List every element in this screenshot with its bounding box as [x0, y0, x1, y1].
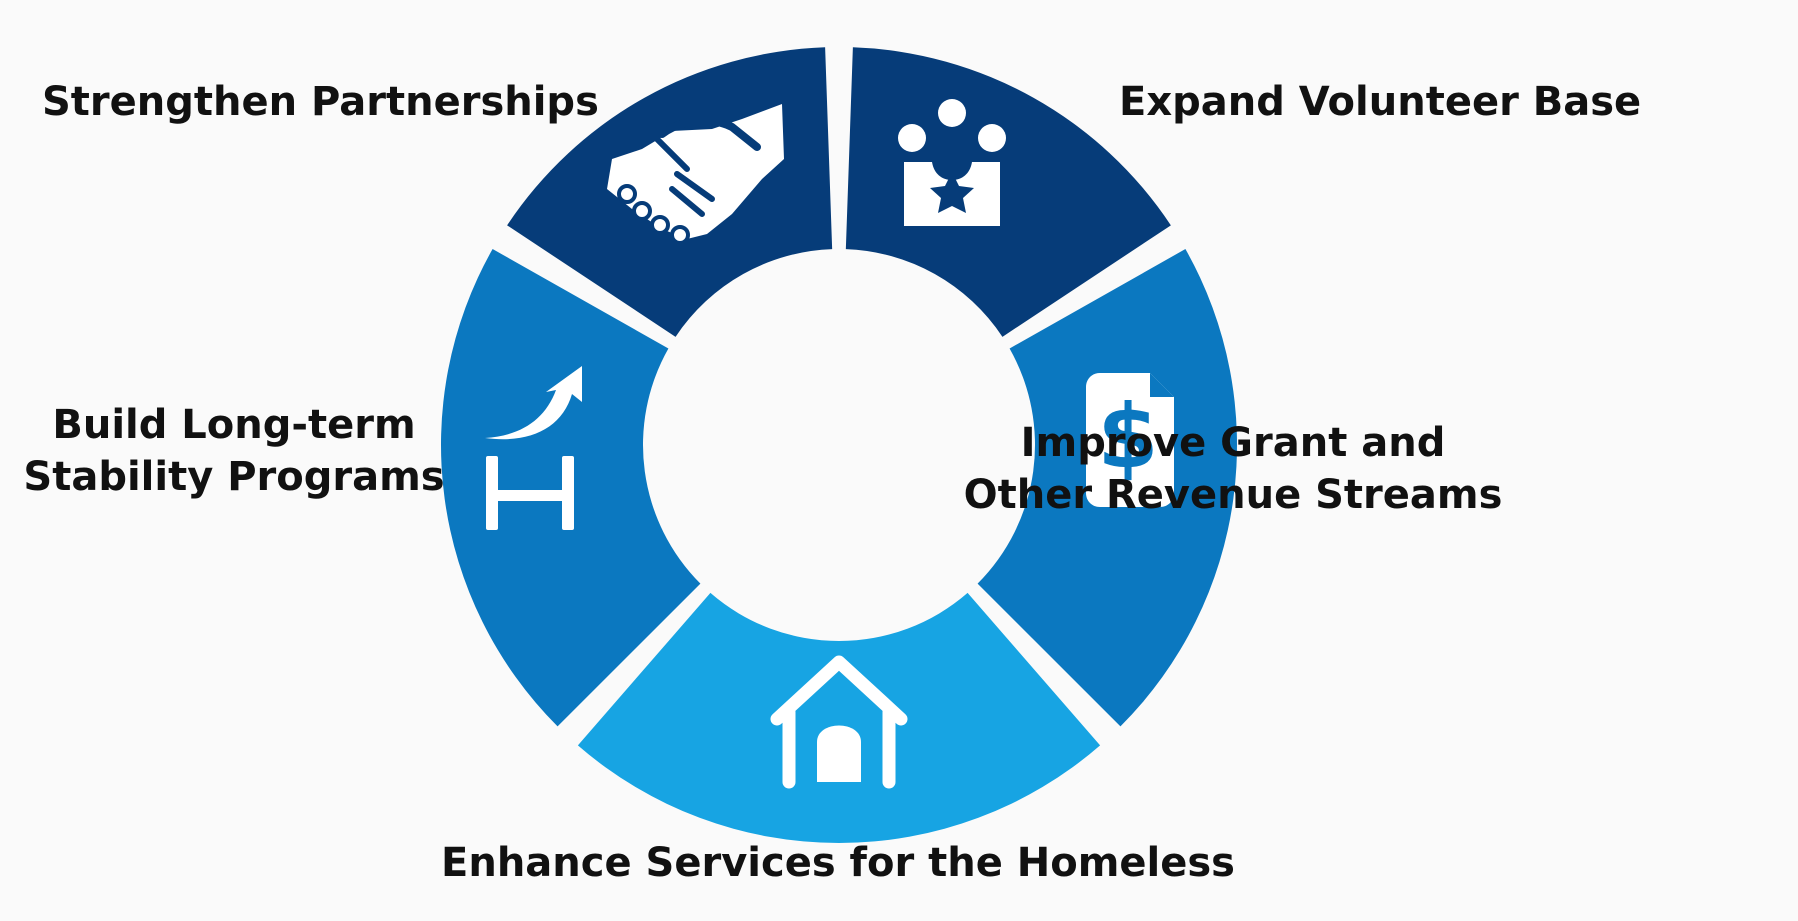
label-enhance-services-homeless: Enhance Services for the Homeless [441, 840, 1235, 886]
svg-text:$: $ [1097, 385, 1158, 488]
label-improve-grant-revenue: Improve Grant and Other Revenue Streams [963, 420, 1503, 518]
handshake-icon [607, 104, 784, 245]
segment-enhance-services-homeless [577, 592, 1101, 843]
volunteer-group-star-icon [898, 99, 1006, 226]
label-strengthen-partnerships: Strengthen Partnerships [42, 79, 599, 125]
label-build-stability-programs: Build Long-term Stability Programs [23, 402, 445, 500]
growth-arrow-structure-icon [485, 366, 582, 530]
segment-expand-volunteer-base [845, 47, 1171, 337]
house-icon [770, 655, 908, 789]
label-expand-volunteer-base: Expand Volunteer Base [1119, 79, 1642, 125]
dollar-document-icon: $ [1086, 373, 1174, 507]
